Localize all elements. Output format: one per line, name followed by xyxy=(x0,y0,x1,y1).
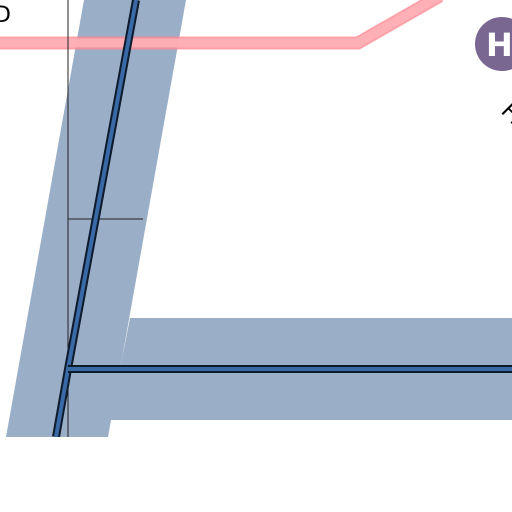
hospital-badge-letter: H xyxy=(486,26,512,64)
map-label-edge: D xyxy=(0,3,11,28)
hospital-badge-circle[interactable] xyxy=(475,17,512,71)
highlighted-route[interactable] xyxy=(0,0,443,48)
hospital-h-icon[interactable]: H xyxy=(475,17,512,71)
map-blank-area xyxy=(0,437,512,512)
